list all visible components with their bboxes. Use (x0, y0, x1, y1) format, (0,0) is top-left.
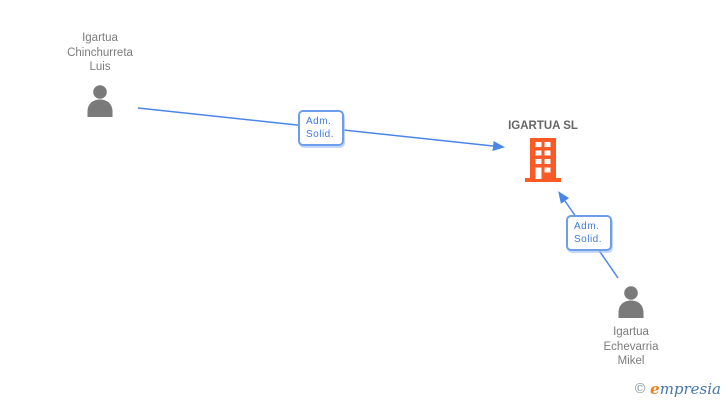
watermark-letter-e: e (650, 380, 660, 398)
person-icon (618, 286, 644, 318)
edge-label-adm-solid: Adm. Solid. (298, 110, 344, 146)
watermark-text: mpresia (659, 380, 721, 398)
building-icon (525, 138, 561, 182)
node-person-luis[interactable]: Igartua Chinchurreta Luis (30, 31, 170, 117)
edge-label-adm-solid: Adm. Solid. (566, 215, 612, 251)
node-person-mikel[interactable]: Igartua Echevarria Mikel (561, 285, 701, 369)
person-name-label: Igartua Chinchurreta Luis (67, 32, 133, 73)
watermark-logo[interactable]: ©empresia (633, 380, 721, 398)
copyright-icon: © (633, 381, 648, 397)
person-name-label: Igartua Echevarria Mikel (603, 326, 659, 367)
person-icon (87, 84, 113, 117)
company-name-label: IGARTUA SL (508, 120, 578, 132)
node-company-igartua-sl[interactable]: IGARTUA SL (480, 119, 606, 182)
